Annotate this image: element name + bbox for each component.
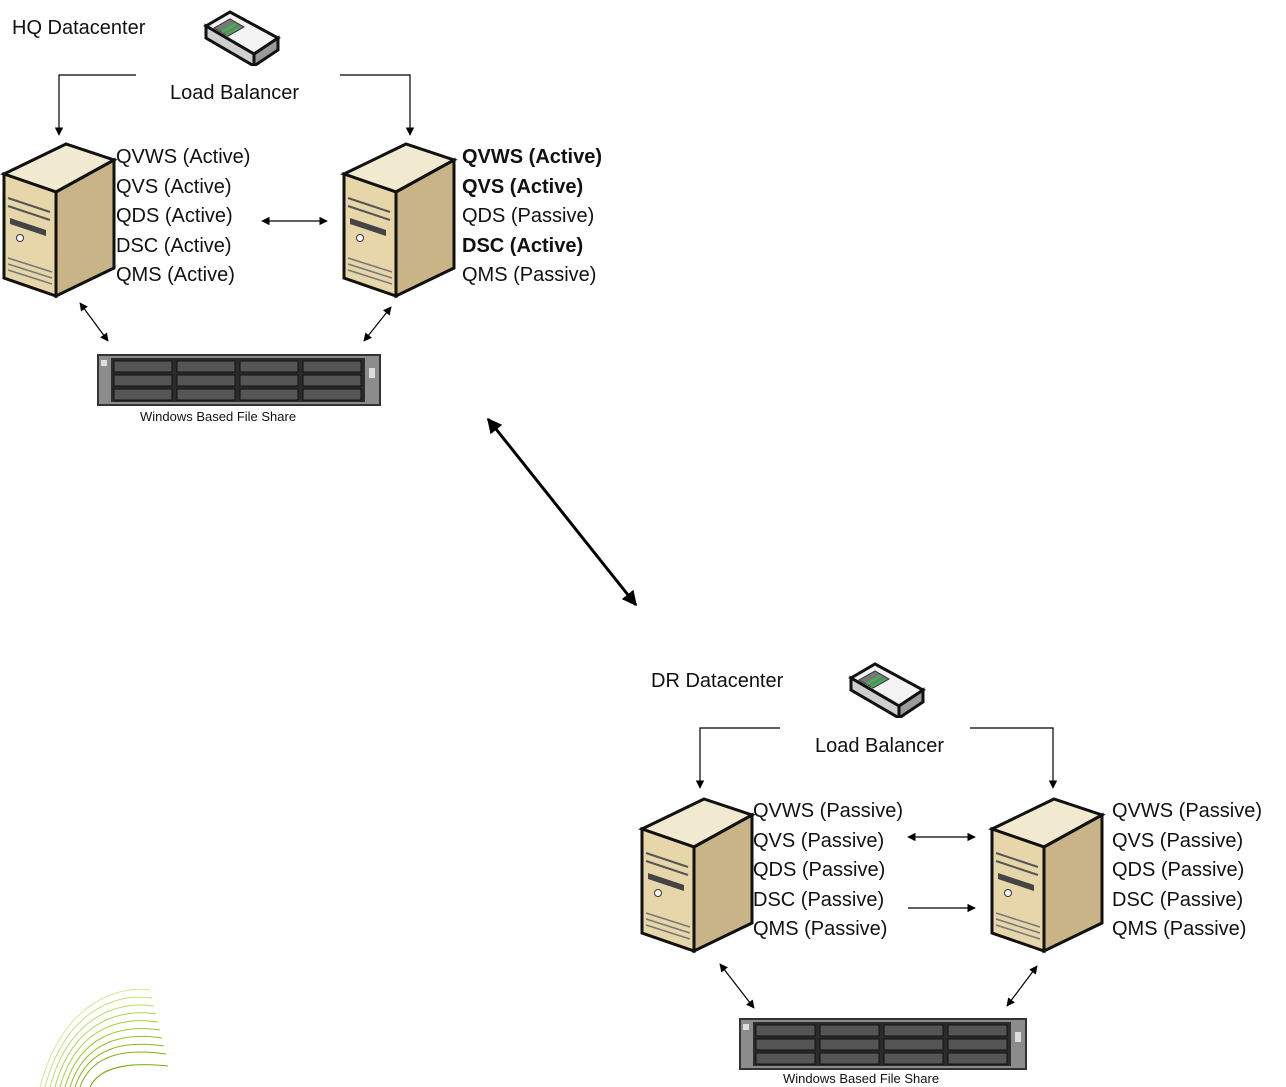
service-line: DSC (Passive): [753, 888, 885, 911]
dr-datacenter-title: DR Datacenter: [651, 670, 784, 692]
service-line: QDS (Passive): [753, 859, 886, 881]
service-line: QDS (Passive): [462, 205, 595, 227]
dr-server-a-storage-arrow: [719, 963, 755, 1009]
dr-lb-to-server-b-arrow: [970, 727, 1058, 789]
hq-load-balancer-label: Load Balancer: [170, 82, 299, 104]
logo-swirl-icon: [39, 988, 169, 1087]
service-line: QVWS (Active): [116, 146, 251, 168]
storage-array-icon: [97, 354, 381, 406]
dr-server-b-services: QVWS (Passive) QVS (Passive) QDS (Passiv…: [1112, 797, 1262, 945]
service-line: QMS (Passive): [1112, 918, 1247, 940]
hq-server-b-services: QVWS (Active) QVS (Active) QDS (Passive)…: [462, 143, 602, 291]
service-line: QMS (Passive): [753, 918, 888, 940]
service-line: QMS (Passive): [462, 264, 597, 286]
service-line: QVWS (Active): [462, 146, 603, 168]
server-tower-icon: [340, 142, 458, 299]
hq-server-a-storage-arrow: [79, 302, 109, 342]
server-tower-icon: [988, 797, 1106, 954]
dr-load-balancer-label: Load Balancer: [815, 735, 944, 757]
service-line: QMS (Active): [116, 264, 235, 286]
dr-lb-to-server-a-arrow: [695, 727, 780, 789]
service-line: QVS (Passive): [753, 829, 885, 852]
service-line: QVS (Active): [116, 175, 232, 198]
service-line: DSC (Active): [116, 234, 232, 257]
service-line: DSC (Passive): [1112, 888, 1244, 911]
load-balancer-icon: [848, 662, 926, 718]
hq-file-share-label: Windows Based File Share: [140, 409, 297, 424]
load-balancer-icon: [203, 10, 281, 66]
server-tower-icon: [638, 797, 756, 954]
hq-datacenter-title: HQ Datacenter: [12, 17, 146, 39]
server-tower-icon: [0, 142, 118, 299]
hq-lb-to-server-b-arrow: [340, 74, 415, 136]
service-line: QVWS (Passive): [753, 800, 904, 822]
dr-server-a-services: QVWS (Passive) QVS (Passive) QDS (Passiv…: [753, 797, 903, 945]
service-line: QVS (Passive): [1112, 829, 1244, 852]
dr-server-b-storage-arrow: [1006, 965, 1038, 1007]
hq-lb-to-server-a-arrow: [54, 74, 136, 136]
hq-server-a-services: QVWS (Active) QVS (Active) QDS (Active) …: [116, 143, 250, 291]
hq-server-b-storage-arrow: [363, 306, 392, 342]
service-line: QDS (Passive): [1112, 859, 1245, 881]
storage-array-icon: [739, 1018, 1027, 1070]
service-line: QVWS (Passive): [1112, 800, 1263, 822]
service-line: DSC (Active): [462, 234, 584, 257]
hq-dr-replication-arrow: [486, 417, 638, 607]
service-line: QDS (Active): [116, 205, 233, 227]
dr-file-share-label: Windows Based File Share: [783, 1071, 940, 1086]
service-line: QVS (Active): [462, 175, 584, 198]
